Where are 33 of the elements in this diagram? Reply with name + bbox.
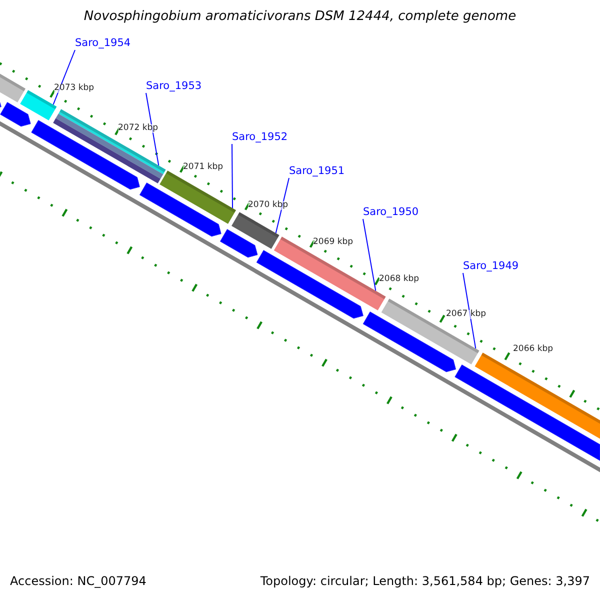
- gene-feature-bar: [20, 90, 57, 120]
- scale-label: 2070 kbp: [248, 201, 288, 210]
- leader-line: [275, 178, 290, 234]
- scale-label: 2066 kbp: [513, 345, 554, 354]
- reverse-strand-gene-bar: [220, 229, 258, 258]
- gene-label: Saro_1950: [363, 207, 419, 219]
- leader-line: [52, 50, 76, 106]
- gene-feature-bar: [160, 170, 236, 224]
- scale-label: 2069 kbp: [313, 238, 354, 248]
- gene-label: Saro_1949: [463, 261, 519, 273]
- reverse-strand-gene-bar: [31, 120, 140, 190]
- gene-label: Saro_1953: [146, 81, 202, 93]
- scale-label: 2073 kbp: [54, 84, 94, 94]
- gene-feature-bar: [0, 74, 26, 102]
- reverse-strand-gene-bar: [139, 182, 222, 237]
- gene-label: Saro_1954: [75, 38, 131, 50]
- title: Novosphingobium aromaticivorans DSM 12444, complete genome: [82, 10, 518, 24]
- reverse-strand-gene-bar: [0, 102, 31, 127]
- leader-line: [232, 144, 234, 209]
- scale-label: 2068 kbp: [379, 275, 420, 284]
- gene-feature-bar: [232, 212, 280, 249]
- scale-label: 2071 kbp: [183, 163, 224, 172]
- gene-feature-bar: [53, 109, 166, 184]
- gene-feature-bar: [474, 352, 600, 439]
- scale-label: 2067 kbp: [446, 310, 486, 320]
- leader-line: [362, 218, 376, 292]
- genome-info-text: Topology: circular; Length: 3,561,584 bp; Genes: 3,397: [260, 575, 590, 588]
- reverse-strand-gene-bar: [256, 250, 364, 319]
- gene-label: Saro_1951: [289, 166, 345, 178]
- reverse-strand-gene-bar: [454, 364, 600, 461]
- gene-label: Saro_1952: [232, 132, 288, 144]
- accession-text: Accession: NC_007794: [10, 575, 146, 588]
- scale-label: 2072 kbp: [118, 124, 158, 134]
